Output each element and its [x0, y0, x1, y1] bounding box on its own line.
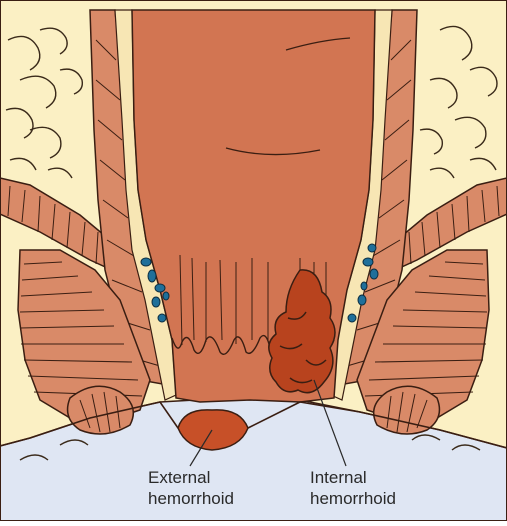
- internal-label-line1: Internal: [310, 468, 367, 487]
- external-label-line1: External: [148, 468, 210, 487]
- external-label-line2: hemorrhoid: [148, 489, 234, 508]
- internal-label-line2: hemorrhoid: [310, 489, 396, 508]
